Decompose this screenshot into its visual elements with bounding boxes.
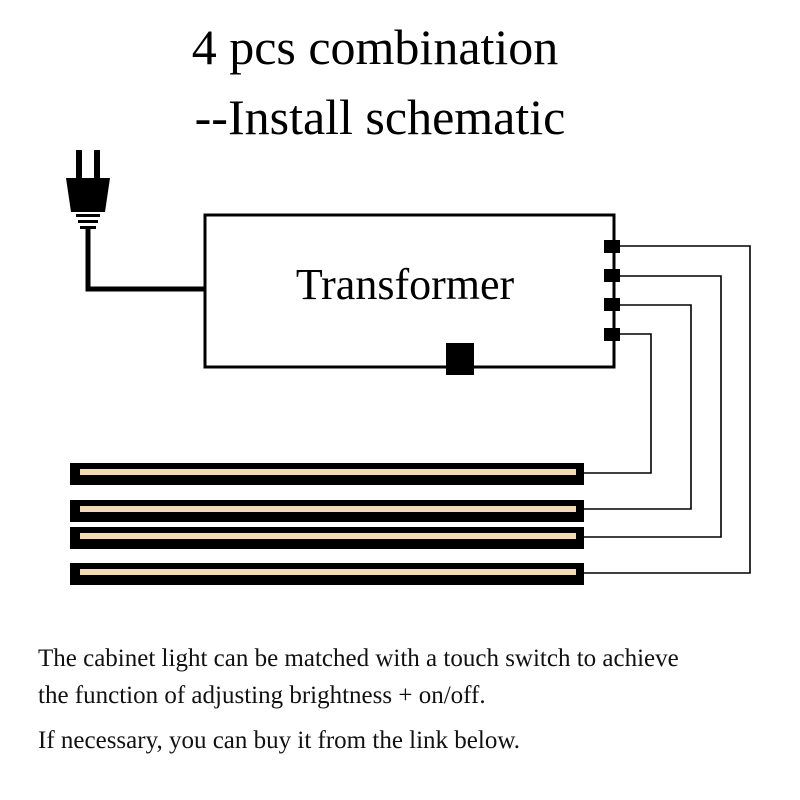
transformer-label: Transformer [296, 260, 515, 309]
output-port-4 [604, 328, 620, 341]
wire-2 [584, 275, 722, 538]
output-port-3 [604, 298, 620, 311]
note-line-2: the function of adjusting brightness + o… [38, 682, 486, 709]
light-bar-4 [70, 563, 584, 585]
light-bar-1 [70, 463, 584, 485]
output-port-2 [604, 269, 620, 282]
transformer-switch-port [446, 343, 474, 375]
wire-1 [584, 245, 751, 574]
output-port-1 [604, 240, 620, 253]
light-bar-3 [70, 527, 584, 549]
note-line-1: The cabinet light can be matched with a … [38, 645, 679, 672]
transformer-box [203, 213, 616, 369]
light-bar-2 [70, 500, 584, 522]
title-line-2: --Install schematic [194, 89, 566, 145]
note-line-3: If necessary, you can buy it from the li… [38, 727, 521, 754]
wire-3 [584, 304, 692, 510]
wire-4 [584, 333, 652, 474]
title-line-1: 4 pcs combination [191, 19, 559, 75]
power-cord [85, 229, 205, 292]
power-plug-icon [66, 150, 110, 229]
